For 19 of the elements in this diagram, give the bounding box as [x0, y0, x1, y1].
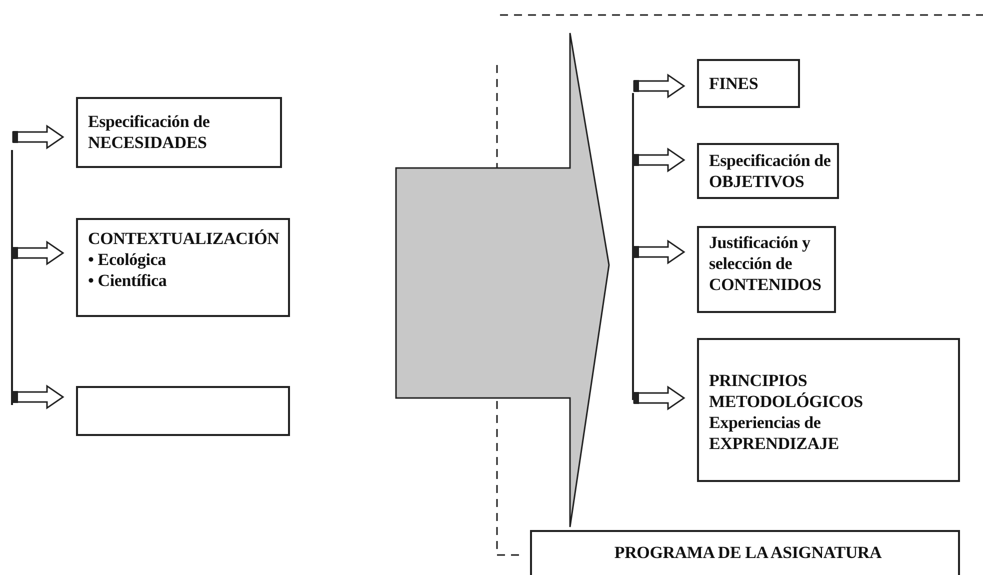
box-label: Experiencias de EXPRENDIZAJE	[709, 412, 840, 454]
text-box	[76, 218, 290, 317]
box-label: Especificación de OBJETIVOS	[709, 150, 832, 192]
text-box	[697, 143, 839, 199]
block-arrow	[395, 32, 610, 528]
box-label: CONTEXTUALIZACIÓN	[88, 228, 280, 249]
box-label: FINES	[709, 73, 760, 94]
empty-box	[76, 386, 290, 436]
box-label: Justificación y selección de CONTENIDOS	[709, 232, 822, 295]
text-box	[697, 226, 836, 313]
box-label: • Ecológica	[88, 249, 167, 270]
text-box	[697, 59, 800, 108]
text-box	[697, 338, 960, 482]
box-label: Especificación de NECESIDADES	[88, 111, 211, 153]
text-box	[76, 97, 282, 168]
box-label: • Científica	[88, 270, 168, 291]
box-label: PRINCIPIOS METODOLÓGICOS	[709, 370, 864, 412]
title-label: PROGRAMA DE LA ASIGNATURA	[613, 542, 883, 563]
title-box	[530, 530, 960, 575]
